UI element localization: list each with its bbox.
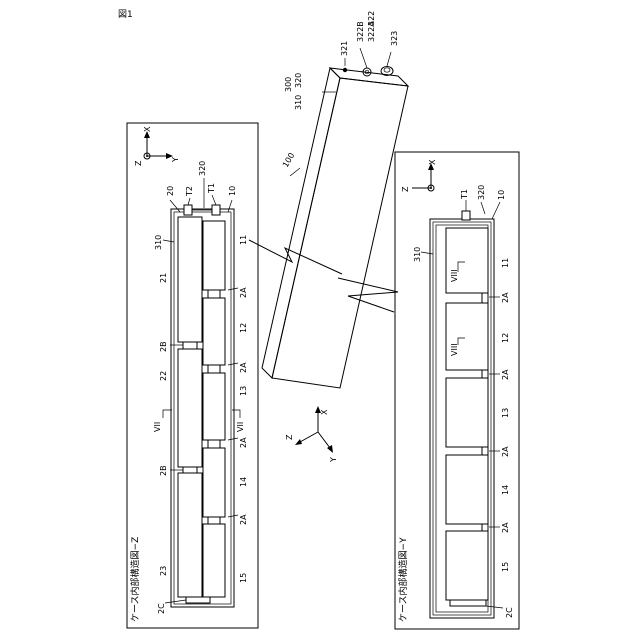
panel-y-axis-z: Z <box>401 186 410 192</box>
py-label-310: 310 <box>413 247 422 262</box>
py-label-T1: T1 <box>460 189 469 200</box>
panel-z-axis-z: Z <box>134 160 143 166</box>
terminal-321 <box>343 68 347 72</box>
label-300: 300 <box>284 77 293 92</box>
py-label-2A-4: 2A <box>501 522 510 533</box>
py-label-320: 320 <box>477 185 486 200</box>
panel-z-axis-y: Y <box>171 157 180 163</box>
label-323: 323 <box>390 31 399 46</box>
pz-label-VII-a: VII <box>153 422 162 432</box>
py-label-15: 15 <box>501 562 510 572</box>
panel-z-axis-x: X <box>143 126 152 132</box>
pz-label-320: 320 <box>198 161 207 176</box>
pz-label-13: 13 <box>239 386 248 396</box>
center-axis-z: Z <box>285 434 294 440</box>
pz-label-12: 12 <box>239 323 248 333</box>
py-label-VIII-a: VIII <box>450 269 459 282</box>
pz-label-T2: T2 <box>185 186 194 197</box>
py-label-10: 10 <box>497 190 506 200</box>
pz-label-10: 10 <box>228 186 237 196</box>
py-label-13: 13 <box>501 408 510 418</box>
panel-z <box>127 123 258 628</box>
panel-z-caption: ケース内部構造図−Z <box>129 537 141 622</box>
cell-22 <box>178 349 202 467</box>
cell-23 <box>178 473 202 597</box>
cell-y-15 <box>446 531 488 600</box>
label-322: 322 <box>367 11 376 26</box>
py-label-12: 12 <box>501 333 510 343</box>
label-310-320: 310 <box>294 95 303 110</box>
pz-label-14: 14 <box>239 477 248 487</box>
battery-case-perspective <box>249 48 408 388</box>
py-label-2C: 2C <box>505 607 514 618</box>
cell-11 <box>203 221 225 290</box>
pz-label-11: 11 <box>239 235 248 245</box>
figure-title: 図1 <box>118 9 133 20</box>
cell-y-12 <box>446 303 488 370</box>
center-axis-x: X <box>320 409 329 415</box>
cell-15 <box>203 524 225 597</box>
center-axis-y: Y <box>329 457 338 463</box>
pz-label-21: 21 <box>159 273 168 283</box>
pz-label-2A-2: 2A <box>239 362 248 373</box>
cell-y-11 <box>446 228 488 293</box>
panel-y-caption: ケース内部構造図−Y <box>397 537 409 622</box>
py-label-2A-1: 2A <box>501 292 510 303</box>
py-label-2A-3: 2A <box>501 446 510 457</box>
pz-label-20: 20 <box>166 186 175 196</box>
label-321: 321 <box>340 41 349 56</box>
pz-label-310: 310 <box>154 235 163 250</box>
pz-label-2B-1: 2B <box>159 341 168 352</box>
py-label-11: 11 <box>501 258 510 268</box>
cell-13 <box>203 373 225 440</box>
pz-label-T1: T1 <box>207 183 216 194</box>
label-322B: 322B <box>356 21 365 42</box>
panel-y-axis-x: X <box>428 159 437 165</box>
pz-label-2B-2: 2B <box>159 465 168 476</box>
pz-label-2A-4: 2A <box>239 514 248 525</box>
pz-label-23: 23 <box>159 566 168 576</box>
cell-21 <box>178 217 202 342</box>
pz-label-2C: 2C <box>157 603 166 614</box>
pz-label-2A-1: 2A <box>239 287 248 298</box>
panel-y <box>395 152 519 629</box>
pz-label-22: 22 <box>159 371 168 381</box>
py-label-14: 14 <box>501 485 510 495</box>
cell-y-14 <box>446 455 488 524</box>
py-label-2A-2: 2A <box>501 369 510 380</box>
py-label-VIII-b: VIII <box>450 343 459 356</box>
pz-label-VII-b: VII <box>236 422 245 432</box>
label-100: 100 <box>281 151 296 169</box>
cell-12 <box>203 298 225 365</box>
pz-label-2A-3: 2A <box>239 437 248 448</box>
cell-14 <box>203 448 225 517</box>
pz-label-15: 15 <box>239 573 248 583</box>
label-320: 320 <box>294 73 303 88</box>
cell-y-13 <box>446 378 488 447</box>
